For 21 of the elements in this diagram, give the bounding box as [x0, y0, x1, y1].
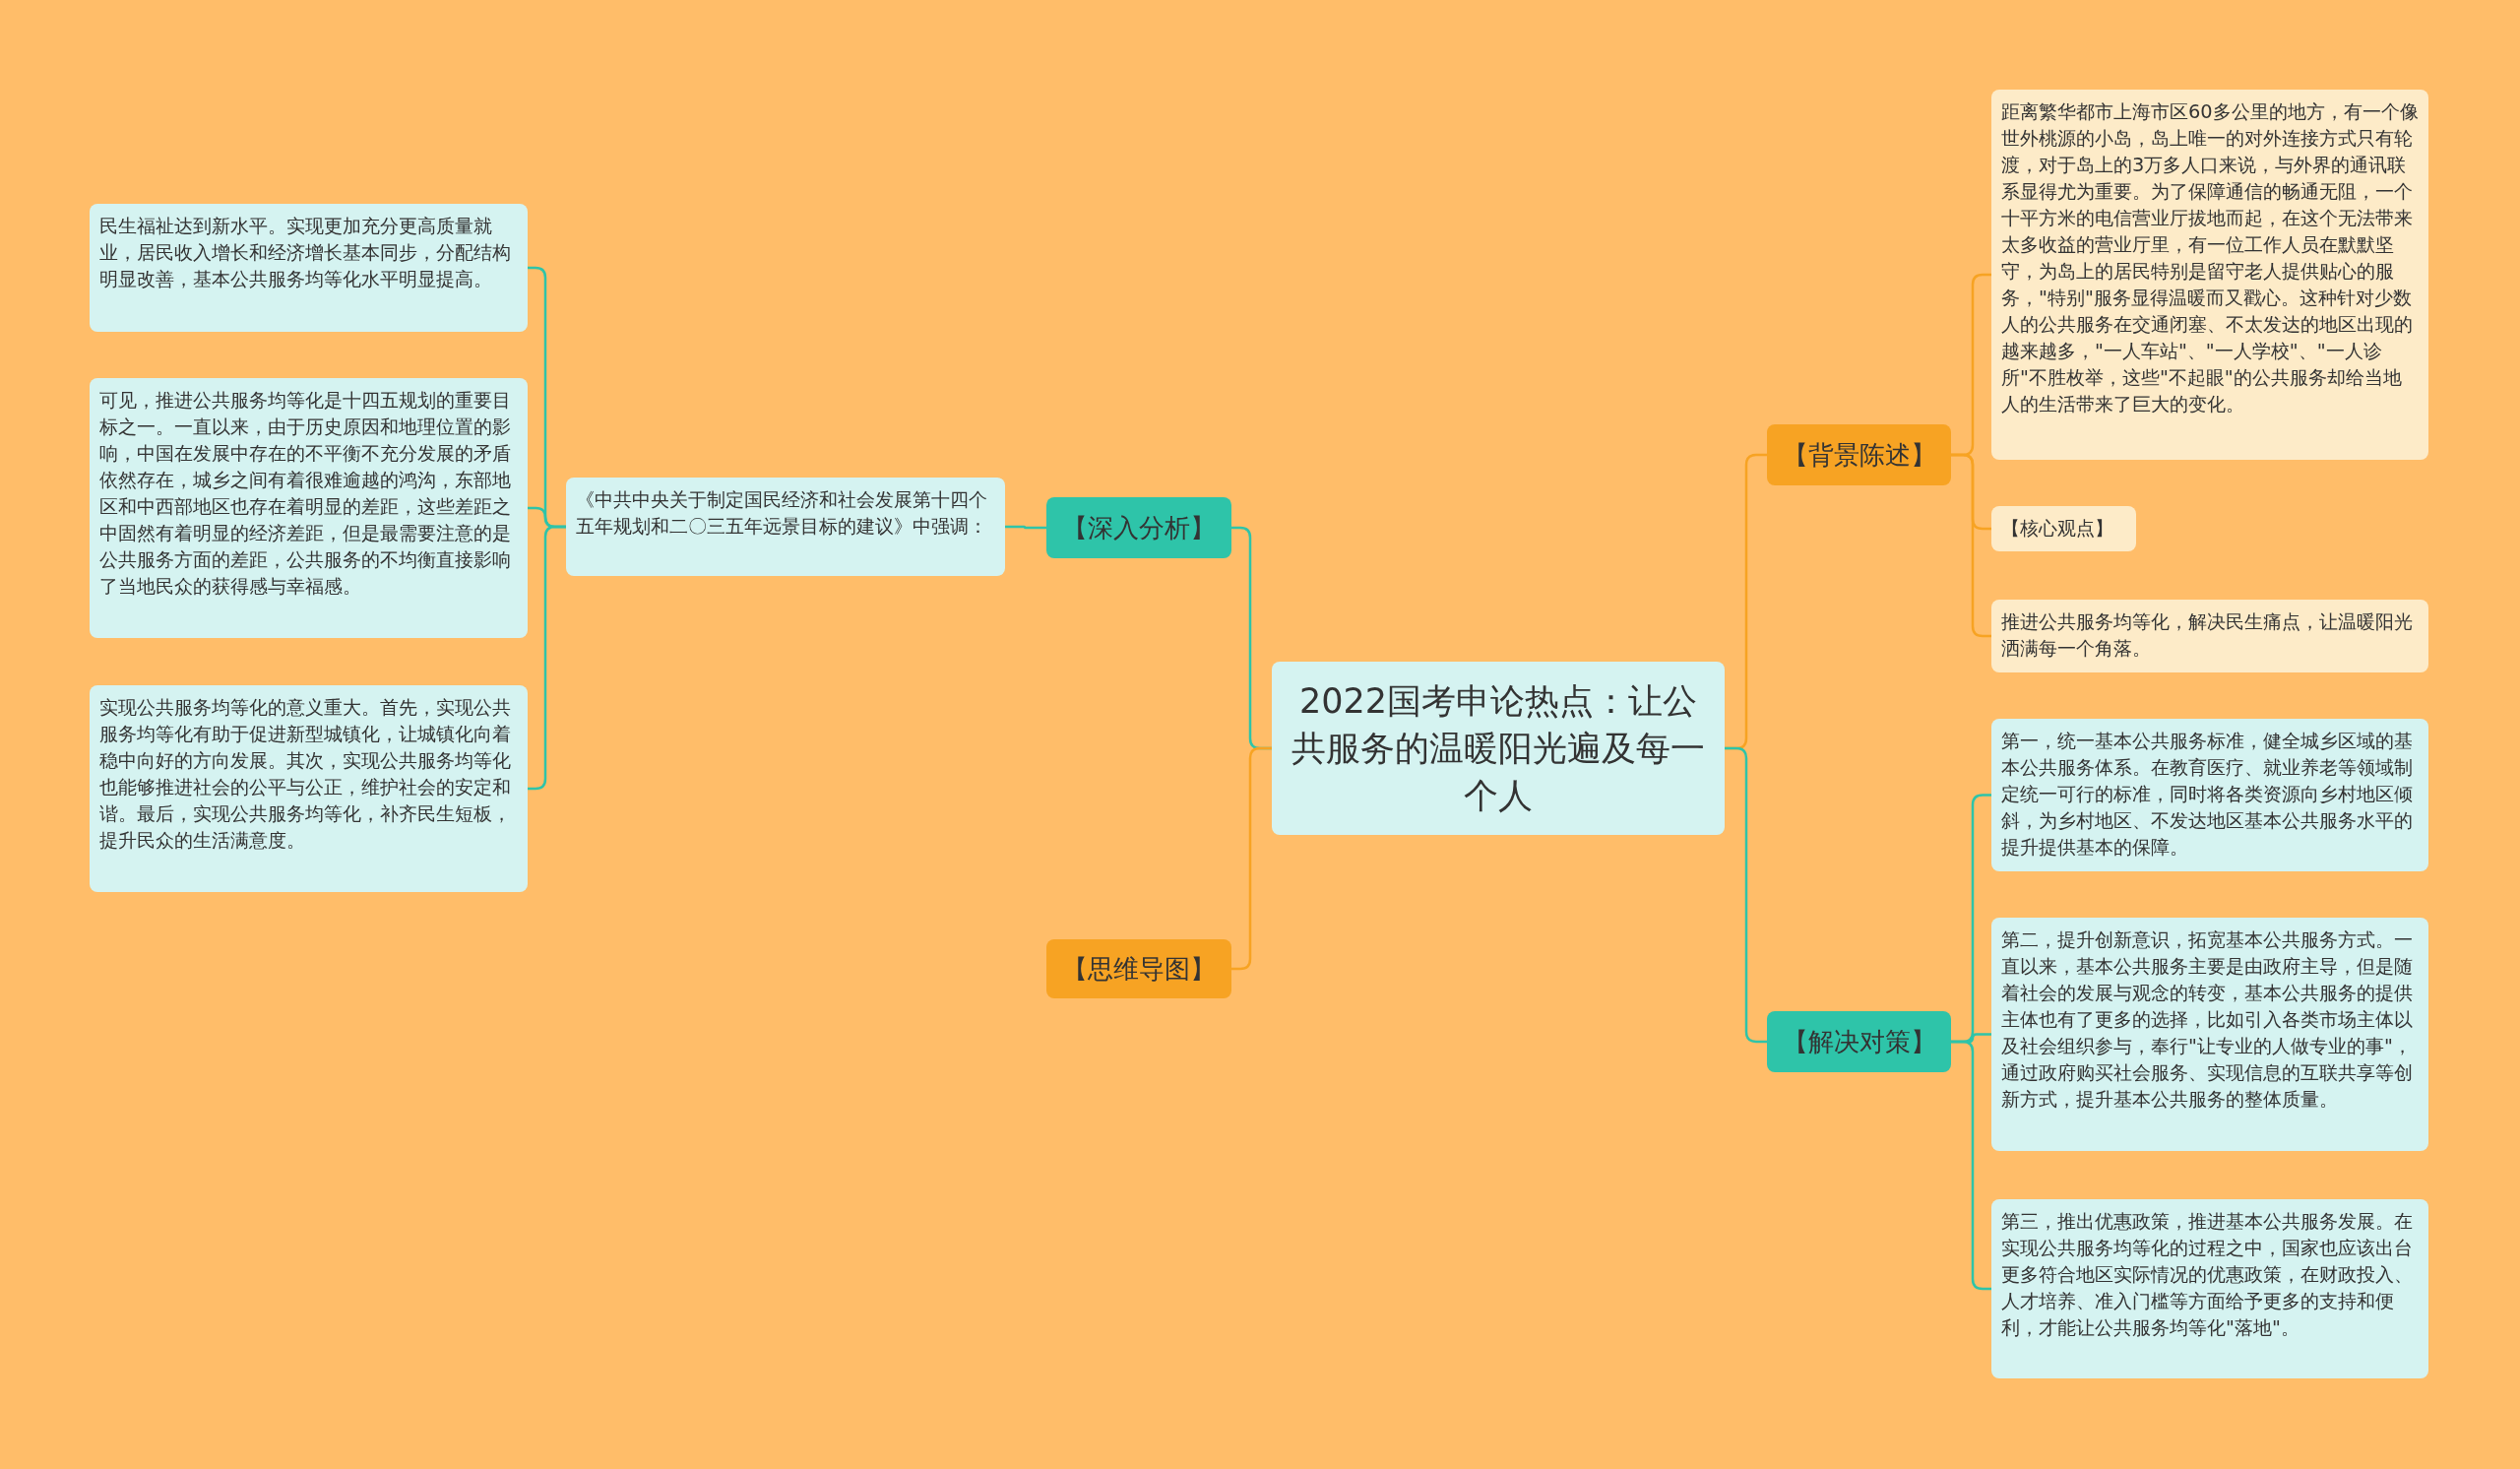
branch-topic-box: 【背景陈述】 — [1767, 424, 1951, 485]
text-card: 可见，推进公共服务均等化是十四五规划的重要目标之一。一直以来，由于历史原因和地理位置的影响，中国在发展中存在的不平衡不充分发展的矛盾依然存在，城乡之间有着很难逾越的鸿沟，东部地区和中西部地区也存在着明显的差距，这些差距之中固然有着明显的经济差距，但是最需要注意的是公共服务方面的差距，公共服务的不均衡直接影响了当地民众的获得感与幸福感。 — [90, 378, 528, 638]
text-card: 【核心观点】 — [1991, 506, 2136, 551]
connector-line — [1951, 1040, 1991, 1291]
text-card: 第二，提升创新意识，拓宽基本公共服务方式。一直以来，基本公共服务主要是由政府主导，但是随着社会的发展与观念的转变，基本公共服务的提供主体也有了更多的选择，比如引入各类市场主体以及社会组织参与，奉行"让专业的人做专业的事"，通过政府购买社会服务、实现信息的互联共享等创新方式，提升基本公共服务的整体质量。 — [1991, 918, 2428, 1151]
text-card: 《中共中央关于制定国民经济和社会发展第十四个五年规划和二〇三五年远景目标的建议》中强调： — [566, 478, 1005, 576]
connector-line — [528, 525, 566, 791]
branch-topic-box: 【思维导图】 — [1046, 939, 1231, 998]
text-card: 实现公共服务均等化的意义重大。首先，实现公共服务均等化有助于促进新型城镇化，让城镇化向着稳中向好的方向发展。其次，实现公共服务均等化也能够推进社会的公平与公正，维护社会的安定和谐。最后，实现公共服务均等化，补齐民生短板，提升民众的生活满意度。 — [90, 685, 528, 892]
central-topic-box: 2022国考申论热点：让公共服务的温暖阳光遍及每一个人 — [1272, 662, 1725, 835]
text-card: 距离繁华都市上海市区60多公里的地方，有一个像世外桃源的小岛，岛上唯一的对外连接方式只有轮渡，对于岛上的3万多人口来说，与外界的通讯联系显得尤为重要。为了保障通信的畅通无阻，一个十平方米的电信营业厅拔地而起，在这个无法带来太多收益的营业厅里，有一位工作人员在默默坚守，为岛上的居民特别是留守老人提供贴心的服务，"特别"服务显得温暖而又戳心。这种针对少数人的公共服务在交通闭塞、不太发达的地区出现的越来越多，"一人车站"、"一人学校"、"一人诊所"不胜枚举，这些"不起眼"的公共服务却给当地人的生活带来了巨大的变化。 — [1991, 90, 2428, 460]
connector-line — [1231, 746, 1272, 971]
connector-line — [1725, 746, 1767, 1044]
branch-topic-box: 【解决对策】 — [1767, 1011, 1951, 1072]
connector-line — [1951, 453, 1991, 638]
text-card: 推进公共服务均等化，解决民生痛点，让温暖阳光洒满每一个角落。 — [1991, 600, 2428, 672]
connector-line — [1005, 525, 1046, 530]
text-card: 第一，统一基本公共服务标准，健全城乡区域的基本公共服务体系。在教育医疗、就业养老等领域制定统一可行的标准，同时将各类资源向乡村地区倾斜，为乡村地区、不发达地区基本公共服务水平的提升提供基本的保障。 — [1991, 719, 2428, 871]
text-card: 第三，推出优惠政策，推进基本公共服务发展。在实现公共服务均等化的过程之中，国家也应该出台更多符合地区实际情况的优惠政策，在财政投入、人才培养、准入门槛等方面给予更多的支持和便利，才能让公共服务均等化"落地"。 — [1991, 1199, 2428, 1378]
text-card: 民生福祉达到新水平。实现更加充分更高质量就业，居民收入增长和经济增长基本同步，分配结构明显改善，基本公共服务均等化水平明显提高。 — [90, 204, 528, 332]
branch-topic-box: 【深入分析】 — [1046, 497, 1231, 558]
